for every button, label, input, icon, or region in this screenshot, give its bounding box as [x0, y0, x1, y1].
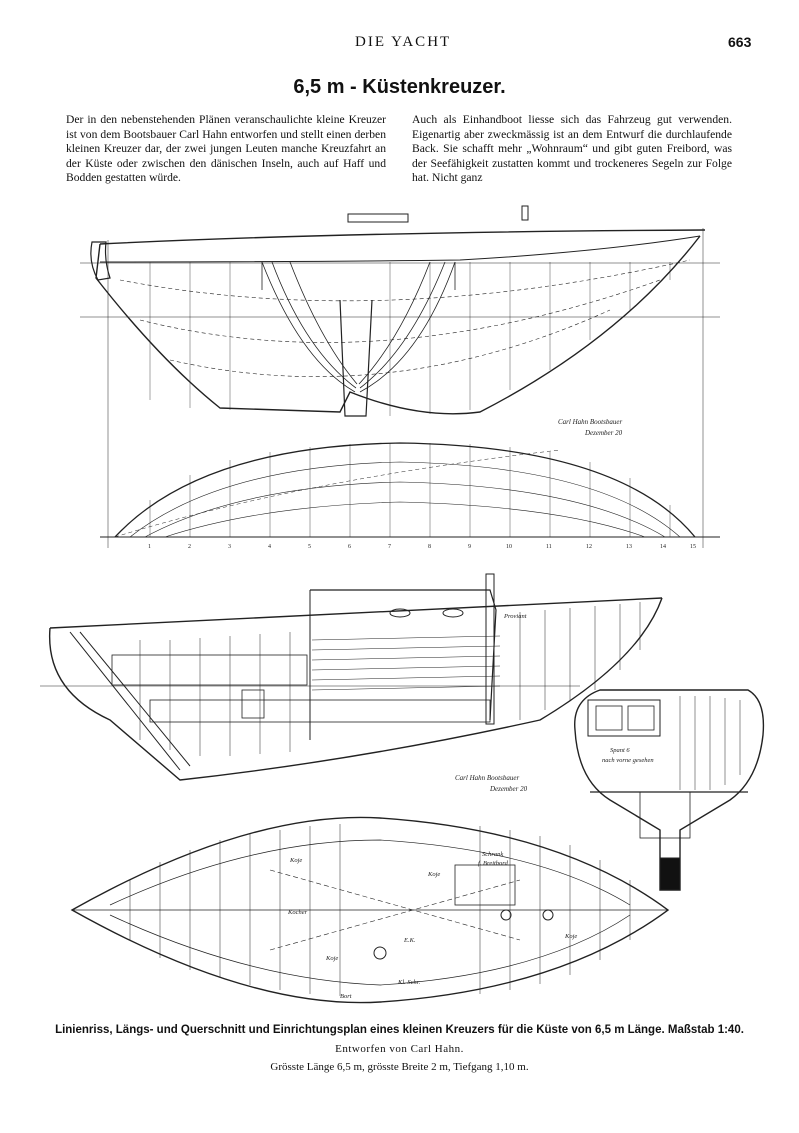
station-number: 13	[626, 544, 632, 550]
label-koje: Koje	[289, 857, 302, 864]
label-koje: Koje	[325, 955, 338, 962]
station-number: 9	[468, 544, 471, 550]
station-number: 11	[546, 544, 552, 550]
station-number: 2	[188, 544, 191, 550]
station-number: 4	[268, 544, 271, 550]
running-title: DIE YACHT	[355, 34, 452, 50]
article-title: 6,5 m - Küstenkreuzer.	[293, 76, 506, 98]
station-number-row: 1 2 3 4 5 6 7 8 9 10 11 12 13 14 15	[148, 544, 696, 550]
station-number: 3	[228, 544, 231, 550]
station-number: 14	[660, 544, 666, 550]
figure-caption-dimensions: Grösste Länge 6,5 m, grösste Breite 2 m,…	[270, 1061, 529, 1073]
label-bort: Bort	[340, 993, 352, 1000]
designer-signature: Carl Hahn Bootsbauer	[558, 418, 622, 426]
label-ek: E.K.	[403, 937, 416, 944]
label-breitbord: f. Breitbord	[478, 860, 509, 867]
designer-signature-date: Dezember 20	[584, 429, 623, 437]
longitudinal-section-drawing	[40, 573, 663, 781]
yacht-plans-figure: 1 2 3 4 5 6 7 8 9 10 11 12 13 14 15 Carl…	[40, 205, 765, 1004]
figure-caption-designer: Entworfen von Carl Hahn.	[335, 1043, 464, 1055]
label-koje: Koje	[427, 871, 440, 878]
station-number: 7	[388, 544, 391, 550]
article-column-right: Auch als Einhandboot liesse sich das Fah…	[412, 113, 732, 184]
label-schrank: Schrank	[482, 851, 503, 858]
label-proviant: Proviant	[503, 613, 527, 620]
designer-signature: Carl Hahn Bootsbauer	[455, 774, 519, 782]
article-column-left: Der in den nebenstehenden Plänen veransc…	[66, 113, 386, 184]
label-spant: Spant 6	[610, 747, 630, 754]
accommodation-plan-drawing	[70, 816, 670, 1004]
half-breadth-drawing	[100, 442, 720, 538]
page-number: 663	[728, 34, 752, 50]
station-number: 8	[428, 544, 431, 550]
station-number: 1	[148, 544, 151, 550]
figure-caption-title: Linienriss, Längs- und Querschnitt und E…	[55, 1024, 744, 1036]
label-koje: Koje	[564, 933, 577, 940]
station-number: 15	[690, 544, 696, 550]
label-spant-note: nach vorne gesehen	[602, 757, 654, 764]
designer-signature-date: Dezember 20	[489, 785, 528, 793]
station-number: 10	[506, 544, 512, 550]
label-kl-schr: Kl. Schr.	[397, 979, 421, 986]
page-header: DIE YACHT 663	[0, 30, 799, 54]
station-number: 5	[308, 544, 311, 550]
station-number: 6	[348, 544, 351, 550]
label-kocher: Kocher	[287, 909, 308, 916]
lines-profile-drawing	[80, 205, 720, 548]
station-number: 12	[586, 544, 592, 550]
cross-section-drawing	[574, 689, 765, 891]
